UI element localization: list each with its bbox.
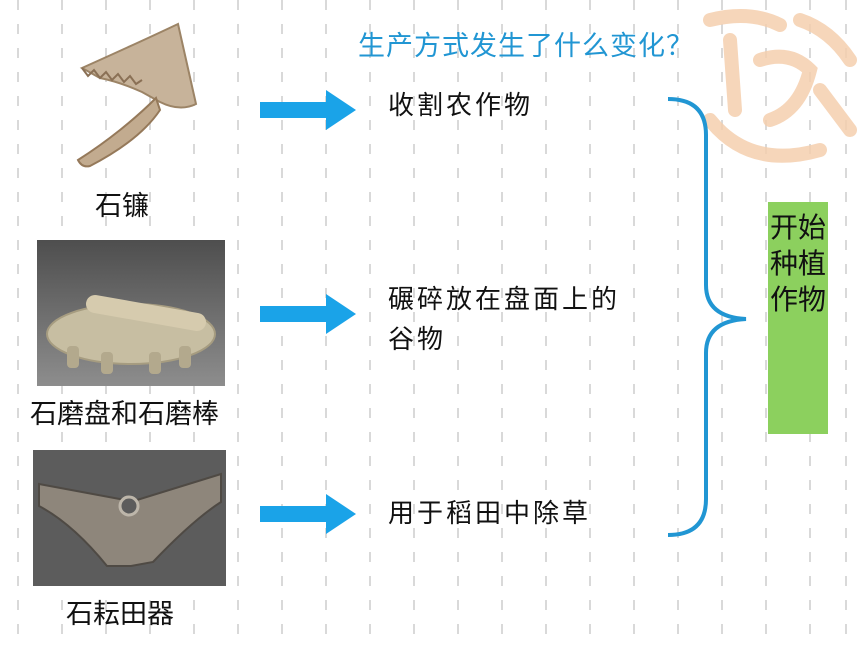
stone-weeder-caption: 石耘田器 — [66, 599, 174, 630]
arrow-right-icon — [260, 90, 356, 130]
result-text: 开始种植作物 — [769, 211, 826, 316]
curly-brace — [667, 97, 747, 537]
grinding-slab-caption: 石磨盘和石磨棒 — [30, 399, 219, 430]
stone-sickle-image — [76, 22, 198, 168]
arrow-right-icon — [260, 294, 356, 334]
grinding-use-text: 碾碎放在盘面上的谷物 — [388, 285, 621, 355]
result-box: 开始种植作物 — [768, 202, 828, 434]
stone-sickle-caption: 石镰 — [95, 191, 149, 222]
page-title: 生产方式发生了什么变化？ — [358, 31, 694, 62]
decorative-seal-image — [703, 9, 857, 163]
sickle-use-text: 收割农作物 — [388, 91, 534, 121]
stone-weeder-image — [33, 450, 226, 586]
grinding-slab-image — [37, 240, 225, 386]
weeder-use-text: 用于稻田中除草 — [388, 499, 592, 529]
arrow-right-icon — [260, 494, 356, 534]
